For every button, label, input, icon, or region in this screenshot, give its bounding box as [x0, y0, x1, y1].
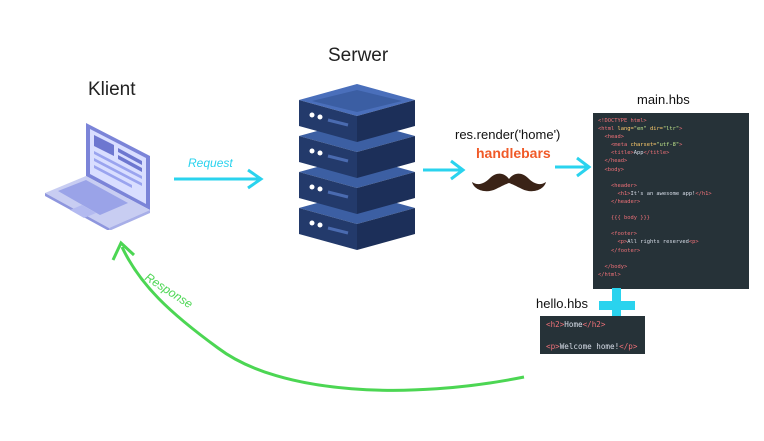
main-template-code: <!DOCTYPE html><html lang="en" dir="ltr"… — [593, 113, 749, 289]
code-line: <header> — [598, 182, 744, 190]
main-file-name: main.hbs — [637, 92, 690, 107]
code-token: > — [679, 142, 683, 149]
request-label: Request — [188, 156, 233, 170]
code-line: </footer> — [598, 247, 744, 255]
code-token: App — [633, 150, 644, 157]
code-line: <!DOCTYPE html> — [598, 117, 744, 125]
code-token: <html — [598, 126, 618, 133]
hello-file-name: hello.hbs — [536, 296, 589, 311]
code-line: <p>All rights reserved<p> — [598, 238, 744, 246]
render-to-template-arrow — [555, 156, 592, 178]
code-token: Home — [564, 320, 583, 329]
code-token: </html> — [598, 271, 621, 278]
code-token: <p> — [688, 239, 699, 246]
code-token: Welcome home! — [559, 342, 620, 351]
server-label: Serwer — [328, 45, 389, 66]
client-label: Klient — [88, 79, 136, 100]
code-line: <title>App</title> — [598, 149, 744, 157]
code-token: </h2> — [582, 320, 606, 329]
code-token: All rights reserved — [627, 239, 689, 246]
code-line: <h1>It's an awesome app!</h1> — [598, 190, 744, 198]
code-token: </title> — [643, 150, 670, 157]
code-line: <head> — [598, 133, 744, 141]
code-token: {{{ body }}} — [610, 215, 650, 222]
code-token: > — [679, 126, 683, 133]
mustache-icon — [472, 173, 546, 192]
code-token: <title> — [610, 150, 634, 157]
laptop-icon — [45, 123, 150, 230]
plus-icon — [599, 288, 635, 324]
code-token: </body> — [604, 263, 628, 270]
code-token: dir= — [646, 126, 663, 133]
code-line: </html> — [598, 271, 744, 279]
code-token: <p> — [617, 239, 628, 246]
code-token: <footer> — [610, 231, 637, 238]
code-token: </h1> — [695, 190, 712, 197]
code-line: <footer> — [598, 230, 744, 238]
handlebars-logo-text: handlebars — [476, 145, 551, 161]
code-line: </body> — [598, 263, 744, 271]
render-label: res.render('home') — [455, 127, 561, 142]
server-icon — [299, 84, 415, 250]
code-token: </footer> — [610, 247, 641, 254]
code-token: <h1> — [617, 190, 631, 197]
code-line: <h2>Home</h2> — [546, 319, 639, 330]
code-token: <body> — [604, 166, 624, 173]
code-token: </head> — [604, 158, 628, 165]
hello-template-code: <h2>Home</h2> <p>Welcome home!</p> — [540, 316, 645, 354]
code-line: <body> — [598, 166, 744, 174]
code-token: <meta — [610, 142, 631, 149]
code-token: <h2> — [546, 320, 565, 329]
code-token: charset= — [630, 142, 657, 149]
code-line: <html lang="en" dir="ltr"> — [598, 125, 744, 133]
code-token: <header> — [610, 182, 637, 189]
code-line: <p>Welcome home!</p> — [546, 341, 639, 352]
code-token: lang= — [617, 126, 634, 133]
code-token: "utf-8" — [656, 142, 680, 149]
code-token: </header> — [610, 198, 641, 205]
code-token: "en" — [633, 126, 647, 133]
code-line: </head> — [598, 157, 744, 165]
code-token: It's an awesome app! — [630, 190, 696, 197]
code-line: {{{ body }}} — [598, 214, 744, 222]
request-arrow — [174, 168, 264, 190]
server-to-render-arrow — [423, 159, 466, 181]
code-token: <!DOCTYPE html> — [598, 118, 647, 124]
code-token: </p> — [619, 342, 638, 351]
code-line: </header> — [598, 198, 744, 206]
code-token: "ltr" — [662, 126, 680, 133]
code-token: <p> — [546, 342, 560, 351]
code-token: <head> — [604, 134, 624, 141]
code-line: <meta charset="utf-8"> — [598, 141, 744, 149]
